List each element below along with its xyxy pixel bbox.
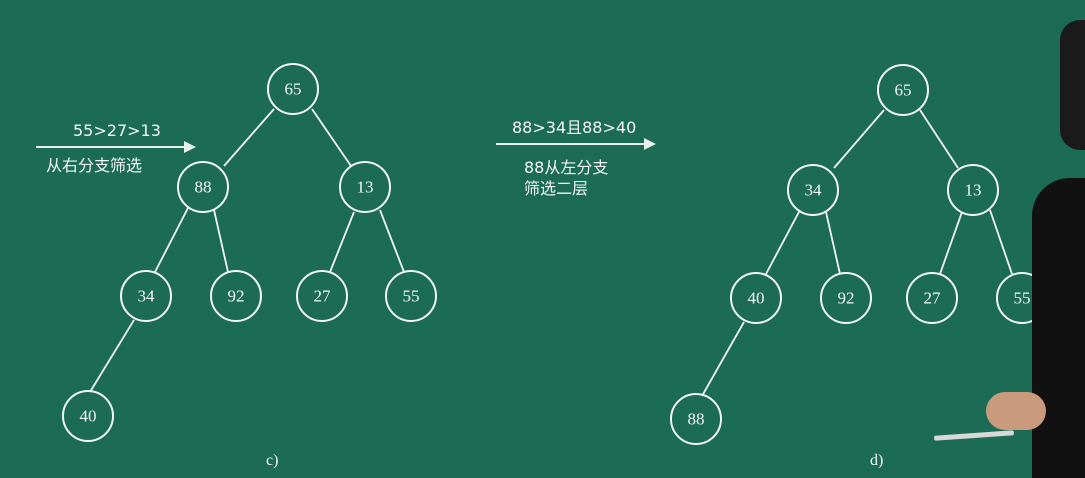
node-label: 65 (285, 80, 302, 99)
node-label: 13 (965, 181, 982, 200)
annotation-c-note: 从右分支筛选 (46, 156, 143, 175)
node-label: 13 (357, 178, 374, 197)
tree-node: 55 (385, 270, 437, 322)
node-label: 40 (80, 407, 97, 426)
caption-d: d) (870, 452, 884, 469)
node-label: 34 (805, 181, 823, 200)
tree-node: 65 (877, 64, 929, 116)
presenter-hand (986, 392, 1046, 430)
annotation-c-condition: 55>27>13 (73, 121, 161, 140)
tree-node: 13 (947, 164, 999, 216)
tree-node: 65 (267, 63, 319, 115)
annotation-d-note-1: 88从左分支 (524, 158, 609, 177)
edge (154, 207, 189, 273)
tree-c: 65 88 13 34 92 27 55 40 (62, 63, 437, 442)
edge (213, 209, 229, 273)
presenter-body (1032, 178, 1085, 478)
tree-node: 92 (820, 272, 872, 324)
node-label: 92 (228, 287, 245, 306)
edge (919, 109, 959, 169)
tree-node: 88 (177, 161, 229, 213)
tree-node: 34 (120, 270, 172, 322)
node-label: 88 (195, 178, 212, 197)
tree-node: 40 (730, 272, 782, 324)
node-label: 40 (748, 289, 765, 308)
node-label: 88 (688, 410, 705, 429)
node-label: 92 (838, 289, 855, 308)
edge (701, 321, 745, 397)
node-label: 65 (895, 81, 912, 100)
node-label: 34 (138, 287, 156, 306)
tree-node: 27 (296, 270, 348, 322)
edge (311, 108, 352, 167)
arrow-c (36, 141, 196, 153)
edge (379, 209, 405, 273)
annotation-d-note-2: 筛选二层 (524, 179, 589, 198)
tree-node: 40 (62, 390, 114, 442)
edge (989, 209, 1013, 275)
edge (89, 319, 135, 393)
edge (833, 109, 885, 169)
edge (939, 211, 963, 275)
edge (329, 211, 355, 273)
annotation-d-condition: 88>34且88>40 (512, 118, 637, 137)
tree-node: 27 (906, 272, 958, 324)
edge (223, 108, 275, 167)
tree-d: 65 34 13 40 92 27 55 88 (670, 64, 1048, 445)
caption-c: c) (266, 452, 279, 469)
presenter-hair (1060, 20, 1085, 150)
tree-node: 92 (210, 270, 262, 322)
node-label: 27 (924, 289, 942, 308)
node-label: 55 (403, 287, 420, 306)
tree-node: 13 (339, 161, 391, 213)
tree-node: 34 (787, 164, 839, 216)
edge (765, 209, 801, 275)
tree-node: 88 (670, 393, 722, 445)
node-label: 55 (1014, 289, 1031, 308)
arrow-d (496, 138, 656, 150)
node-label: 27 (314, 287, 332, 306)
edge (825, 211, 841, 275)
